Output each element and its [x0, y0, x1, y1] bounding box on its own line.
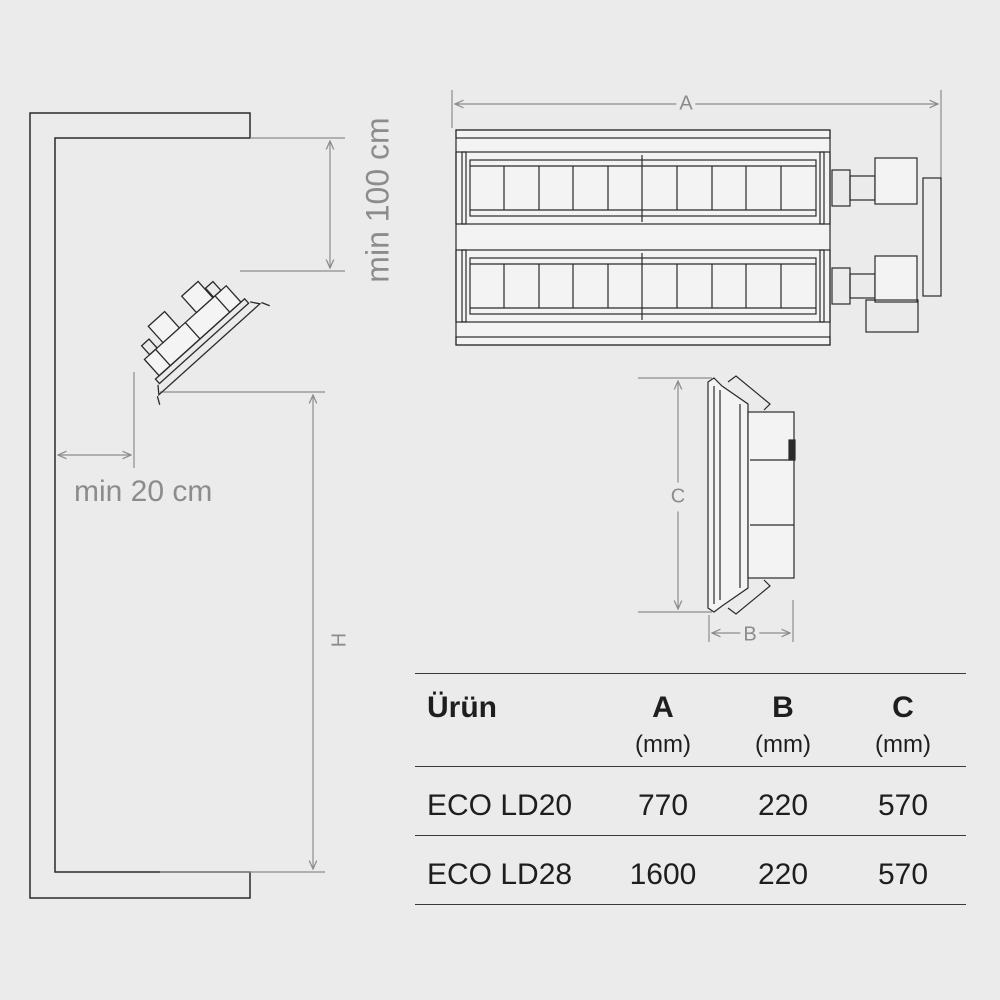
- header-b: B: [772, 691, 794, 724]
- dimension-h-label: H: [328, 629, 352, 651]
- header-product: Ürün: [427, 691, 497, 724]
- heater-front-view: [455, 129, 942, 346]
- dimension-min-100cm: [240, 137, 345, 272]
- dimension-min-20cm: [58, 372, 135, 468]
- table-rule-bottom: [415, 904, 966, 905]
- row-1-c: 570: [877, 789, 929, 822]
- header-c: C: [892, 691, 914, 724]
- row-1-product: ECO LD20: [427, 789, 573, 822]
- tilted-heater: [140, 280, 270, 405]
- row-1-b: 220: [757, 789, 809, 822]
- dimension-c-label: C: [670, 482, 686, 512]
- dimension-a-label: A: [676, 92, 696, 116]
- table-rule-top: [415, 673, 966, 674]
- clearance-top-label: min 100 cm: [359, 117, 396, 283]
- clearance-side-label: min 20 cm: [74, 475, 213, 508]
- row-2-b: 220: [757, 858, 809, 891]
- dimension-b-label: B: [740, 623, 760, 647]
- dimension-H: [160, 391, 325, 873]
- unit-c: (mm): [875, 731, 931, 758]
- heater-side-view: [707, 375, 796, 615]
- row-2-product: ECO LD28: [427, 858, 573, 891]
- row-2-c: 570: [877, 858, 929, 891]
- table-rule-header: [415, 766, 966, 767]
- table-rule-row1: [415, 835, 966, 836]
- dimension-A: [451, 90, 942, 180]
- unit-b: (mm): [755, 731, 811, 758]
